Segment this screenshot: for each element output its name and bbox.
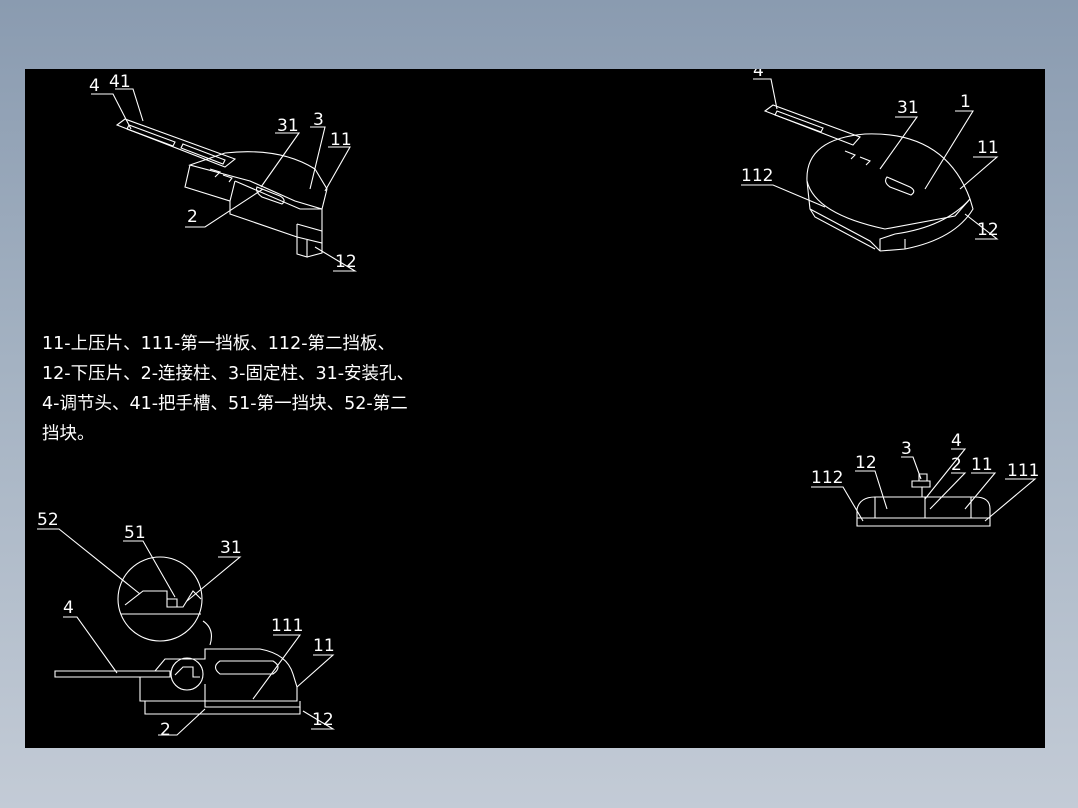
view-top-left: 4 41 31 3 11 2 12 — [89, 72, 357, 272]
label: 3 — [313, 110, 324, 130]
label: 31 — [220, 538, 242, 558]
legend-line: 12-下压片、2-连接柱、3-固定柱、31-安装孔、 — [42, 364, 415, 384]
legend-line: 4-调节头、41-把手槽、51-第一挡块、52-第二 — [42, 394, 408, 414]
label: 31 — [277, 116, 299, 136]
label: 12 — [335, 252, 357, 272]
label: 12 — [855, 453, 877, 473]
label: 3 — [901, 439, 912, 459]
label: 2 — [160, 720, 171, 740]
view-side: 3 4 112 12 2 11 111 — [811, 431, 1039, 527]
cad-drawing: 4 41 31 3 11 2 12 4 31 1 11 112 — [37, 69, 1039, 740]
label: 2 — [951, 455, 962, 475]
label: 2 — [187, 207, 198, 227]
label: 111 — [271, 616, 303, 636]
label: 4 — [951, 431, 962, 451]
legend-line: 11-上压片、111-第一挡板、112-第二挡板、 — [42, 334, 396, 354]
label: 31 — [897, 98, 919, 118]
label: 12 — [312, 710, 334, 730]
label: 112 — [741, 166, 773, 186]
parts-legend: 11-上压片、111-第一挡板、112-第二挡板、 12-下压片、2-连接柱、3… — [42, 329, 512, 449]
label: 41 — [109, 72, 131, 92]
label: 112 — [811, 468, 843, 488]
label: 11 — [977, 138, 999, 158]
label: 52 — [37, 510, 59, 530]
legend-line: 挡块。 — [42, 424, 95, 444]
label: 51 — [124, 523, 146, 543]
label: 11 — [313, 636, 335, 656]
label: 4 — [63, 598, 74, 618]
label: 11 — [330, 130, 352, 150]
label: 12 — [977, 220, 999, 240]
drawing-canvas: 4 41 31 3 11 2 12 4 31 1 11 112 — [25, 69, 1045, 748]
label: 1 — [960, 92, 971, 112]
label: 4 — [753, 69, 764, 81]
label: 4 — [89, 76, 100, 96]
view-bottom-left: 52 51 31 4 111 11 2 12 — [37, 510, 335, 740]
label: 11 — [971, 455, 993, 475]
label: 111 — [1007, 461, 1039, 481]
view-top-right: 4 31 1 11 112 12 — [741, 69, 999, 252]
